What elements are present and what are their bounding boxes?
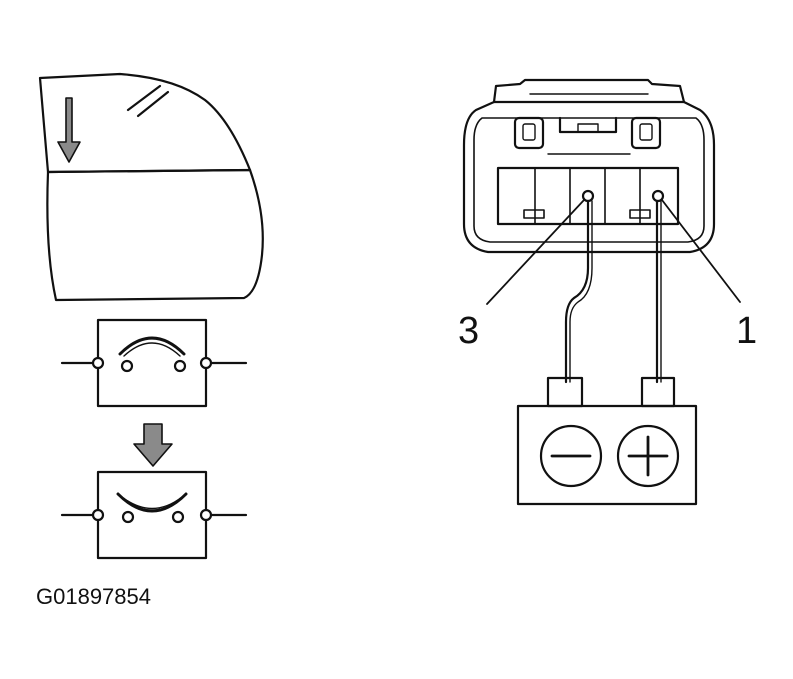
transition-down-arrow-icon xyxy=(133,423,173,467)
glass-reflection xyxy=(126,84,162,112)
battery xyxy=(516,376,698,506)
leader-line-pin-3 xyxy=(486,199,585,305)
pin-label-3: 3 xyxy=(458,310,479,352)
switch-state-closed xyxy=(60,470,248,560)
switch-state-open xyxy=(60,318,248,408)
negative-lead-wire xyxy=(564,199,590,384)
pin-label-1: 1 xyxy=(736,310,757,352)
figure-code: G01897854 xyxy=(36,584,151,609)
leader-line-pin-1 xyxy=(661,199,741,303)
connector-housing xyxy=(462,78,716,254)
window-down-arrow-icon xyxy=(57,97,81,163)
door-panel xyxy=(38,72,264,302)
